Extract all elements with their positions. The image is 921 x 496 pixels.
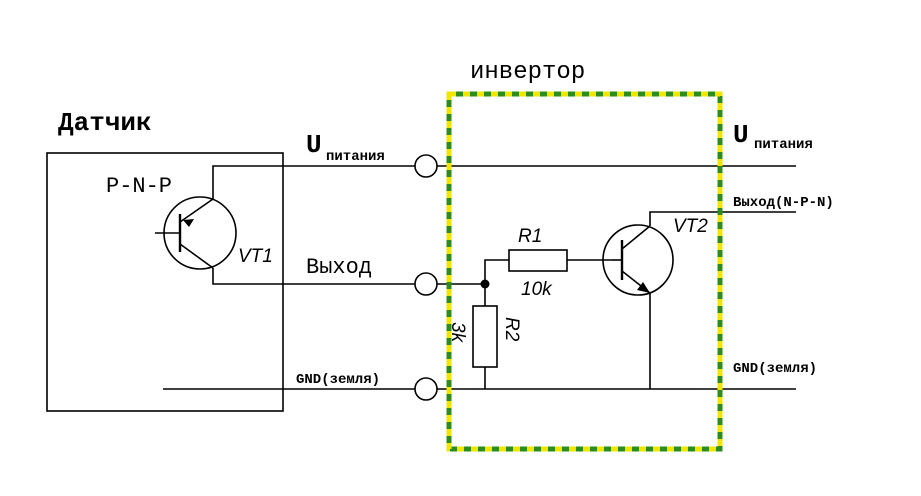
inverter-title: инвертор <box>470 59 585 86</box>
r1-value: 10k <box>521 279 553 300</box>
output-label-left: Выход <box>306 255 372 280</box>
vt1-label: VT1 <box>238 246 273 267</box>
vt2-transistor <box>602 224 674 296</box>
r2-resistor <box>472 305 498 368</box>
gnd-terminal <box>414 377 438 401</box>
r1-name: R1 <box>518 226 542 247</box>
r1-lead-left <box>484 259 509 284</box>
gnd-label-left: GND(земля) <box>296 372 380 388</box>
r1-resistor <box>508 249 568 272</box>
sensor-type-label: P-N-P <box>106 174 172 199</box>
vt1-transistor <box>155 196 237 270</box>
gnd-label-right: GND(земля) <box>733 361 817 377</box>
supply-wire-left <box>212 165 426 199</box>
supply-label-right-sub: питания <box>754 137 813 153</box>
sensor-title: Датчик <box>58 108 152 138</box>
output-label-right: Выход(N-P-N) <box>733 195 834 211</box>
output-wire-left <box>212 268 426 285</box>
sensor-box <box>46 152 284 412</box>
supply-label-right-main: U <box>733 120 749 150</box>
supply-label-left-sub: питания <box>326 149 385 165</box>
output-terminal <box>414 272 438 296</box>
inverter-border-yellow <box>446 91 723 452</box>
r2-value: 3k <box>447 322 468 344</box>
inverter-border-green <box>446 91 723 452</box>
supply-terminal <box>414 154 438 178</box>
collector-wire <box>649 211 796 226</box>
r2-name: R2 <box>501 317 522 342</box>
vt2-label: VT2 <box>673 216 708 237</box>
supply-label-left-main: U <box>306 130 322 160</box>
